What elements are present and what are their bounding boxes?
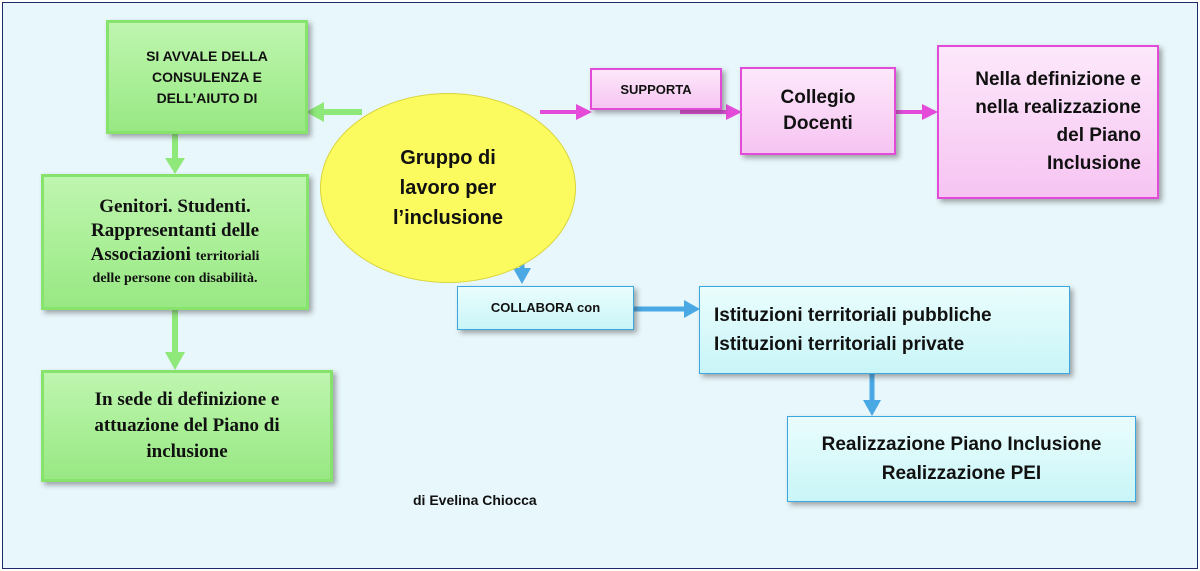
node-realizzazione: Realizzazione Piano Inclusione Realizzaz… [787,416,1136,502]
arrowhead-gruppo-to-avvale [306,102,324,122]
node-realizzazione-line1: Realizzazione Piano Inclusione [821,434,1102,455]
node-definizione-text: Nella definizione e nella realizzazione … [975,69,1141,174]
arrowhead-collabora-to-istituzioni [684,300,700,318]
arrowhead-istituzioni-to-realizzazione [863,400,881,416]
node-collegio: Collegio Docenti [740,67,896,155]
node-avvale-text: SI AVVALE DELLA CONSULENZA E DELL’AIUTO … [146,47,268,106]
node-genitori: Genitori. Studenti. Rappresentanti delle… [41,174,309,310]
node-supporta: SUPPORTA [590,68,722,110]
node-definizione: Nella definizione e nella realizzazione … [937,45,1159,199]
node-genitori-line2: Rappresentanti delle [90,220,259,241]
node-collegio-text: Collegio Docenti [780,87,856,134]
node-istituzioni-line1: Istituzioni territoriali pubbliche [714,305,992,326]
node-istituzioni: Istituzioni territoriali pubbliche Istit… [699,286,1070,374]
node-genitori-line4: delle persone con disabilità. [92,271,258,286]
arrowhead-gruppo-to-supporta [576,104,592,120]
node-sede: In sede di definizione e attuazione del … [41,370,333,482]
arrowhead-collegio-to-definizione [922,104,938,120]
node-collabora: COLLABORA con [457,286,634,330]
node-genitori-line3b: territoriali [195,249,260,264]
node-genitori-line3: Associazioni territoriali [91,243,260,269]
arrowhead-avvale-to-genitori [165,158,185,174]
arrowhead-supporta-to-collegio [726,104,742,120]
node-supporta-text: SUPPORTA [620,81,692,97]
node-genitori-line3a: Associazioni [90,244,191,265]
arrowhead-genitori-to-sede [165,352,185,370]
node-collabora-text: COLLABORA con [490,300,601,315]
node-avvale: SI AVVALE DELLA CONSULENZA E DELL’AIUTO … [106,20,308,134]
node-gruppo: Gruppo di lavoro per l’inclusione [320,93,576,283]
author-credit: di Evelina Chiocca [413,492,537,508]
arrowhead-gruppo-to-collabora [513,268,531,284]
node-genitori-line1: Genitori. Studenti. [99,196,251,217]
node-sede-text: In sede di definizione e attuazione del … [94,389,280,462]
node-istituzioni-line2: Istituzioni territoriali private [714,334,965,355]
node-realizzazione-line2: Realizzazione PEI [881,463,1042,484]
node-gruppo-text: Gruppo di lavoro per l’inclusione [392,147,504,229]
